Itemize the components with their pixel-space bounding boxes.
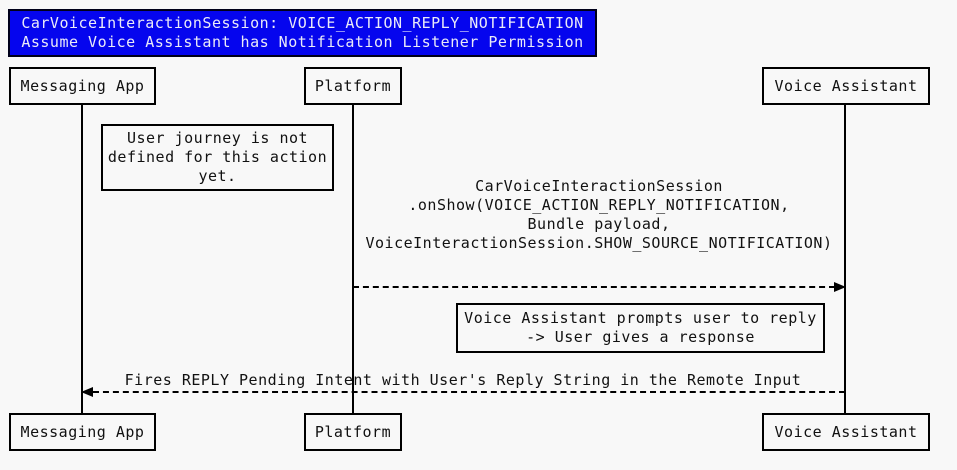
participant-box-messaging-app-top: Messaging App xyxy=(9,67,156,105)
participant-box-platform-top: Platform xyxy=(304,67,402,105)
lifeline-messaging-app xyxy=(81,105,83,413)
note-line: Voice Assistant prompts user to reply xyxy=(464,309,817,327)
diagram-title-line-2: Assume Voice Assistant has Notification … xyxy=(21,33,584,51)
arrow-onshow-line xyxy=(353,286,835,288)
note-line: -> User gives a response xyxy=(526,328,755,346)
participant-label: Platform xyxy=(314,423,392,441)
message-onshow-label: CarVoiceInteractionSession .onShow(VOICE… xyxy=(355,177,843,253)
participant-box-voice-assistant-bottom: Voice Assistant xyxy=(762,413,930,451)
note-line: yet. xyxy=(198,167,237,185)
lifeline-platform xyxy=(352,105,354,413)
message-line: .onShow(VOICE_ACTION_REPLY_NOTIFICATION, xyxy=(408,196,790,214)
arrowhead-left-icon xyxy=(81,387,93,397)
participant-box-platform-bottom: Platform xyxy=(304,413,402,451)
message-fires-reply-label: Fires REPLY Pending Intent with User's R… xyxy=(92,371,834,390)
message-line: Fires REPLY Pending Intent with User's R… xyxy=(124,371,802,389)
participant-box-voice-assistant-top: Voice Assistant xyxy=(762,67,930,105)
arrowhead-right-icon xyxy=(834,282,846,292)
message-line: Bundle payload, xyxy=(527,215,671,233)
message-line: CarVoiceInteractionSession xyxy=(475,177,723,195)
diagram-title-line-1: CarVoiceInteractionSession: VOICE_ACTION… xyxy=(21,14,584,32)
lifeline-voice-assistant xyxy=(844,105,846,413)
note-line: defined for this action xyxy=(107,148,328,166)
participant-label: Messaging App xyxy=(20,77,145,95)
participant-label: Voice Assistant xyxy=(774,423,918,441)
participant-label: Voice Assistant xyxy=(774,77,918,95)
arrow-fires-reply-line xyxy=(93,391,845,393)
participant-box-messaging-app-bottom: Messaging App xyxy=(9,413,156,451)
participant-label: Platform xyxy=(314,77,392,95)
diagram-title: CarVoiceInteractionSession: VOICE_ACTION… xyxy=(8,9,597,57)
note-user-journey: User journey is not defined for this act… xyxy=(101,124,334,191)
note-line: User journey is not xyxy=(126,129,309,147)
note-voice-assistant-prompts: Voice Assistant prompts user to reply ->… xyxy=(456,303,825,353)
participant-label: Messaging App xyxy=(20,423,145,441)
message-line: VoiceInteractionSession.SHOW_SOURCE_NOTI… xyxy=(365,234,833,252)
